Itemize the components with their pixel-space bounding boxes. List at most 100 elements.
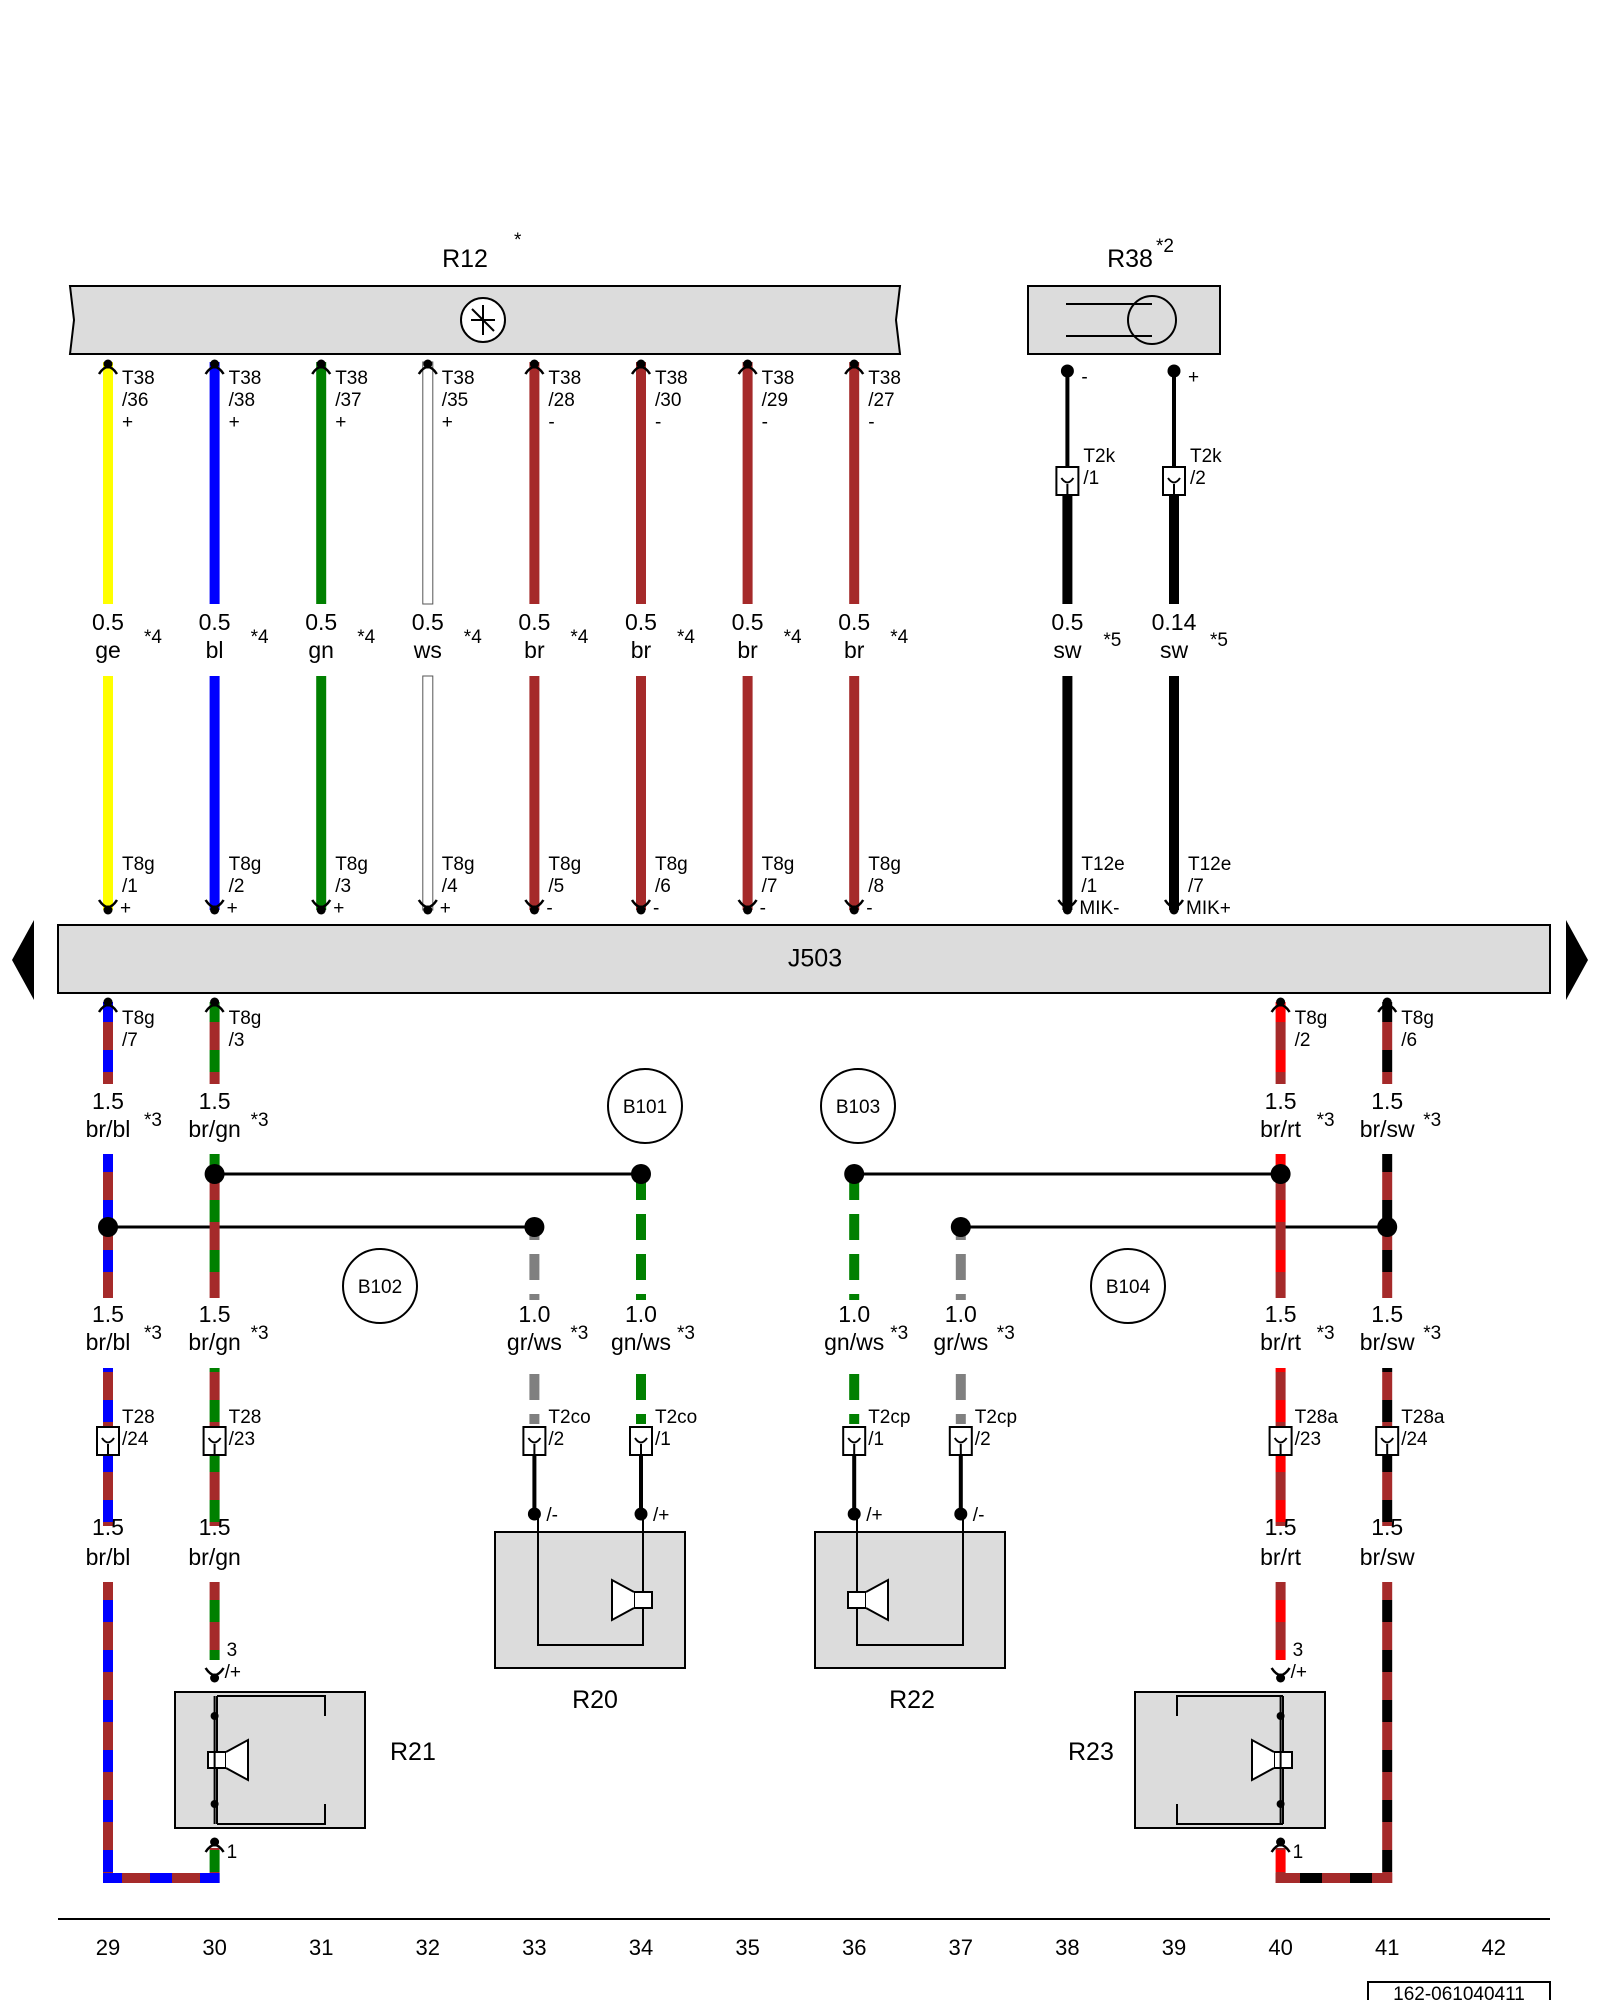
mic-wire-38-size: 0.5	[1051, 609, 1083, 635]
wire-41-out: /6	[1401, 1030, 1417, 1051]
column-number-29: 29	[96, 1935, 120, 1960]
wire-33-conn: T38	[548, 368, 581, 389]
wire-33-conn: -	[548, 412, 554, 433]
wire-40-out: T8g	[1295, 1008, 1328, 1029]
wire-29-w1-size: 1.5	[92, 1088, 124, 1114]
column-number-34: 34	[629, 1935, 653, 1960]
branch-36-conn: /1	[868, 1429, 884, 1450]
branch-37-color: gr/ws	[933, 1329, 988, 1355]
wire-34-note: *4	[677, 627, 695, 648]
branch-34-conn: T2co	[655, 1407, 697, 1428]
wire-36-end: T8g	[868, 854, 901, 875]
wire-30-end: T8g	[229, 854, 262, 875]
j503-label: J503	[788, 945, 842, 973]
wire-30-w1-note: *3	[251, 1110, 269, 1131]
wire-33-color: br	[524, 637, 545, 663]
wire-29-out: T8g	[122, 1008, 155, 1029]
branch-34-junction-dot	[631, 1164, 651, 1184]
wire-29-conn: /36	[122, 390, 148, 411]
column-number-31: 31	[309, 1935, 333, 1960]
connector-pin-dot	[1062, 905, 1072, 915]
r23-box	[1134, 1691, 1326, 1829]
wires-layer	[103, 361, 1393, 1883]
wire-30-w2-note: *3	[251, 1323, 269, 1344]
mic-wire-38-shield	[1065, 372, 1070, 470]
r12-note: *	[514, 230, 522, 251]
junction-b104	[1090, 1248, 1166, 1324]
mic-wire-39-note: *5	[1210, 630, 1228, 651]
wire-40-w1-note: *3	[1317, 1110, 1335, 1131]
wire-34-conn: /30	[655, 390, 681, 411]
wire-30-conn: T28	[229, 1407, 262, 1428]
wire-36-upper	[849, 362, 860, 604]
wire-40-w2-size: 1.5	[1265, 1301, 1297, 1327]
labels-layer: R12 * R38 *2 J503 R20 R22 R21 R23 162-06…	[86, 230, 1525, 2000]
mic-wire-39-end: T12e	[1188, 854, 1231, 875]
wire-34-size: 0.5	[625, 609, 657, 635]
wire-34-lower	[636, 676, 646, 910]
wire-29-w2-size: 1.5	[92, 1301, 124, 1327]
wire-35-upper	[742, 362, 753, 604]
mic-wire-39-conn: /2	[1190, 468, 1206, 489]
nav-left-arrow-icon	[12, 920, 34, 1000]
wire-29-w1-color: br/bl	[86, 1116, 131, 1142]
branch-36-size: 1.0	[838, 1301, 870, 1327]
branch-34-note: *3	[677, 1323, 695, 1344]
wire-41-w1-size: 1.5	[1371, 1088, 1403, 1114]
branch-36-pin-dot	[847, 1507, 861, 1521]
inline-connector-pin	[1060, 477, 1075, 495]
r23-internal-dot	[1276, 1712, 1285, 1720]
mic-wire-39-shield	[1172, 372, 1176, 470]
column-number-41: 41	[1375, 1935, 1399, 1960]
connector-pin-dot	[210, 359, 220, 369]
mic-wire-38-upper	[1062, 494, 1073, 604]
wire-41-w3-color: br/sw	[1360, 1544, 1415, 1570]
connector-pin-dot	[103, 359, 113, 369]
r21-pin-1: 1	[227, 1842, 238, 1863]
branch-37-pin-dot	[954, 1507, 968, 1521]
wire-29-w2-note: *3	[144, 1323, 162, 1344]
mic-wire-39-size: 0.14	[1152, 609, 1197, 635]
wire-30-b2	[209, 1154, 220, 1298]
wire-41-out: T8g	[1401, 1008, 1434, 1029]
wire-41-w1-note: *3	[1423, 1110, 1441, 1131]
branch-34-color: gn/ws	[611, 1329, 671, 1355]
inline-connector-pin	[527, 1437, 542, 1455]
branch-34-pin: /+	[653, 1505, 669, 1526]
wire-29-size: 0.5	[92, 609, 124, 635]
branch-37-pin: /-	[973, 1505, 985, 1526]
wire-40-w2-note: *3	[1317, 1323, 1335, 1344]
branch-33-pin: /-	[546, 1505, 558, 1526]
wire-34-end: T8g	[655, 854, 688, 875]
branch-37-lower	[955, 1368, 966, 1424]
wire-40-b1	[1275, 1002, 1286, 1084]
connector-pin-dot	[1276, 1837, 1286, 1847]
wire-30-w2-size: 1.5	[199, 1301, 231, 1327]
connector-pin-dot	[1276, 997, 1286, 1007]
wire-30-w3-size: 1.5	[199, 1514, 231, 1540]
j503-bar	[57, 924, 1551, 994]
wire-41-w2-size: 1.5	[1371, 1301, 1403, 1327]
junction-b102-label: B102	[358, 1277, 402, 1298]
branch-36-conn: T2cp	[868, 1407, 910, 1428]
connector-pin-dot	[103, 997, 113, 1007]
r38-pin-dot	[1167, 364, 1181, 378]
junction-b103	[820, 1068, 896, 1144]
wire-35-end-pol: -	[760, 898, 766, 919]
wire-29-color: ge	[95, 637, 121, 663]
wire-31-conn: /37	[335, 390, 361, 411]
branch-33-upper	[529, 1227, 540, 1300]
wire-35-end: T8g	[762, 854, 795, 875]
wire-36-size: 0.5	[838, 609, 870, 635]
column-number-42: 42	[1482, 1935, 1506, 1960]
branch-37-note: *3	[997, 1323, 1015, 1344]
r20-inner-lines	[537, 1512, 644, 1646]
wire-36-note: *4	[890, 627, 908, 648]
r38-pin-dot	[1060, 364, 1074, 378]
wire-32-end-pol: +	[440, 898, 451, 919]
components-layer	[12, 285, 1588, 2000]
wire-31-note: *4	[357, 627, 375, 648]
r20-box	[494, 1531, 686, 1669]
r38-label: R38	[1107, 245, 1153, 273]
